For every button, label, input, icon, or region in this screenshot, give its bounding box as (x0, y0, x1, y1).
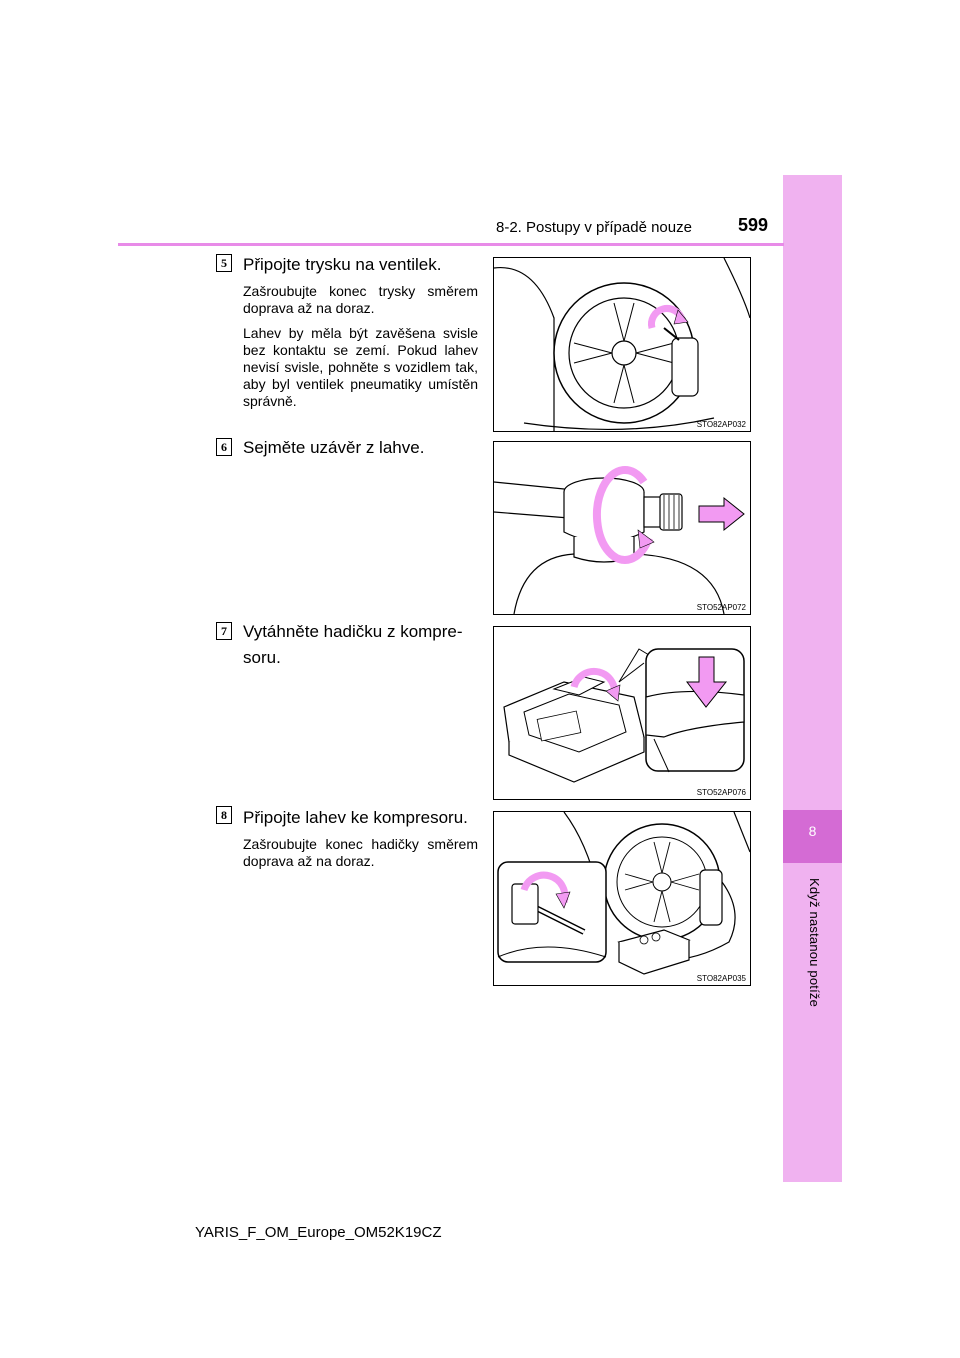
chapter-number: 8 (808, 823, 817, 839)
section-title: 8-2. Postupy v případě nouze (496, 219, 692, 236)
step-paragraph: Lahev by měla být zavěšena svisle bez ko… (243, 325, 478, 409)
step-title: Sejměte uzávěr z lahve. (243, 438, 425, 457)
step-description: Zašroubujte konec trysky směrem doprava … (243, 283, 478, 418)
figure-code: STO82AP032 (696, 420, 746, 429)
step-paragraph: Zašroubujte konec trysky směrem doprava … (243, 283, 478, 316)
step-number-badge: 8 (216, 806, 232, 824)
bottle-compressor-illustration (497, 812, 750, 975)
step-number-badge: 5 (216, 254, 232, 272)
step-paragraph: Zašroubujte konec hadičky směrem doprava… (243, 836, 478, 869)
figure-bottle-to-compressor: STO82AP035 (493, 811, 751, 986)
chapter-sidebar (783, 175, 842, 1182)
figure-nozzle-on-valve: STO82AP032 (493, 257, 751, 432)
figure-code: STO82AP035 (696, 974, 746, 983)
page-number: 599 (738, 215, 769, 235)
figure-code: STO52AP072 (696, 603, 746, 612)
figure-pull-hose: STO52AP076 (493, 626, 751, 800)
compressor-hose-illustration (503, 648, 745, 783)
step-title: Vytáhněte hadičku z kompre-soru. (243, 622, 463, 667)
step-description: Zašroubujte konec hadičky směrem doprava… (243, 836, 478, 878)
chapter-title: Když nastanou potíže (807, 878, 822, 1008)
figure-bottle-cap: STO52AP072 (493, 441, 751, 615)
step-number-badge: 6 (216, 438, 232, 456)
bottle-cap-illustration (494, 465, 745, 614)
figure-code: STO52AP076 (696, 788, 746, 797)
step-title: Připojte lahev ke kompresoru. (243, 808, 468, 827)
header-rule (118, 243, 784, 246)
document-id: YARIS_F_OM_Europe_OM52K19CZ (195, 1224, 442, 1241)
chapter-tab[interactable] (783, 810, 842, 863)
step-number-badge: 7 (216, 622, 232, 640)
step-title: Připojte trysku na ventilek. (243, 255, 442, 274)
tire-nozzle-illustration (494, 258, 750, 431)
